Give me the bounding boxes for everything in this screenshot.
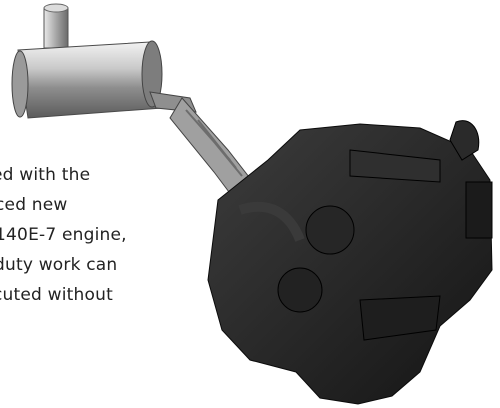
caption-line: duty work can — [0, 255, 118, 275]
caption-text: ed with the ced new 0140E-7 engine, duty… — [0, 160, 210, 310]
caption-line: ed with the — [0, 165, 91, 185]
caption-line: ced new — [0, 195, 68, 215]
caption-line: cuted without — [0, 285, 113, 305]
caption-line: 0140E-7 engine, — [0, 225, 127, 245]
muffler-icon — [11, 3, 197, 119]
engine-block-icon — [207, 120, 493, 405]
